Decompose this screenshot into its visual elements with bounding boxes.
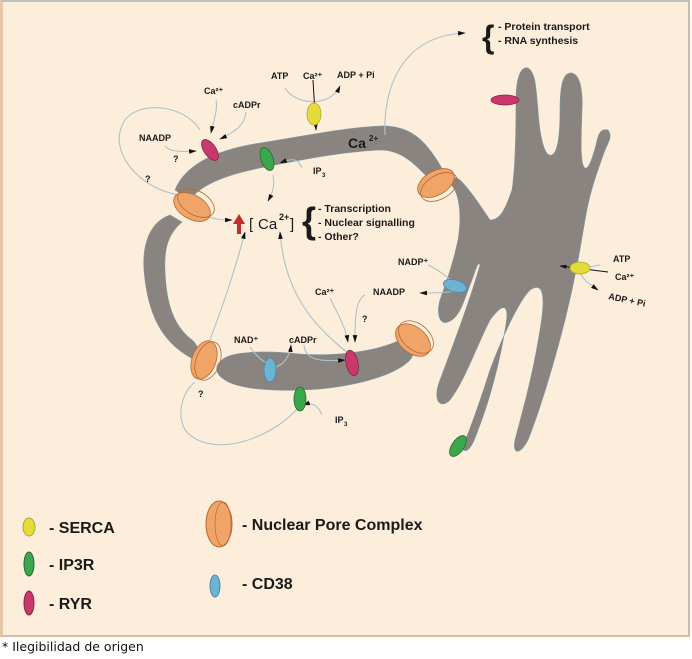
npc-swatch-icon	[205, 500, 233, 548]
label-atp-right: ATP	[613, 254, 630, 264]
label-naadp-right: NAADP	[373, 287, 405, 297]
serca-right	[569, 261, 591, 275]
label-cadpr-top: cADPr	[233, 100, 261, 110]
envelope-ca-charge: 2+	[369, 134, 378, 143]
nuclear-calcium-increase: [ Ca 2+ ] { - Transcription - Nuclear si…	[233, 200, 415, 243]
ca-ion-label: Ca	[258, 216, 278, 233]
connector-ip3-top	[279, 158, 303, 169]
ca-charge-label: 2+	[279, 212, 289, 222]
connector-ip3-bottom	[302, 400, 323, 416]
legend-label-ip3r: - IP3R	[49, 557, 95, 574]
ip3r-top	[259, 147, 275, 171]
npc-bottom-right	[395, 320, 434, 357]
increase-arrow-icon	[233, 214, 245, 234]
legend-item-npc: - Nuclear Pore Complex	[205, 500, 423, 548]
effect-other: - Other?	[318, 231, 359, 243]
label-ca-top: Ca²⁺	[303, 71, 323, 81]
serca-top	[306, 102, 322, 126]
label-ip3-top: IP	[313, 166, 322, 176]
ryr-bottom	[345, 349, 359, 377]
legend-label-npc: - Nuclear Pore Complex	[242, 517, 423, 534]
connector-naadp-top	[164, 145, 197, 154]
serca-swatch-icon	[22, 517, 36, 537]
label-naadp-top: NAADP	[139, 133, 171, 143]
connector-ip3r-to-ca	[267, 174, 275, 202]
connector-serca-right-adp	[579, 271, 599, 291]
ryr-er	[490, 94, 520, 106]
connector-ca-ryr-bottom	[329, 297, 350, 343]
label-atp-top: ATP	[271, 71, 288, 81]
ip3r-er	[449, 435, 467, 457]
connector-ca-ryr-top	[210, 99, 218, 134]
envelope-top-segment	[174, 125, 445, 201]
connector-npc-loop-top	[118, 107, 201, 196]
legend-label-serca: - SERCA	[49, 520, 115, 537]
ip3r-bottom	[293, 386, 307, 412]
legend: - SERCA - IP3R - RYR - Nuclear Pore Comp…	[22, 500, 423, 616]
envelope-left-segment	[143, 214, 199, 361]
cd38-swatch-icon	[209, 574, 221, 598]
label-nadp-plus: NADP⁺	[398, 257, 429, 267]
legend-item-serca: - SERCA	[22, 517, 115, 537]
cd38-bottom	[263, 357, 277, 383]
envelope-ca-label: Ca	[348, 135, 366, 151]
nuclear-envelope	[143, 67, 611, 452]
ca-bracket-close: ]	[290, 216, 294, 233]
connector-ryr-bottom-to-ca	[278, 231, 351, 356]
npc-top-left	[173, 188, 215, 222]
label-ca-ryr-bottom: Ca²⁺	[315, 287, 335, 297]
connector-npc-bottom-to-ca	[207, 231, 246, 346]
ryr-top	[201, 139, 219, 161]
legend-item-cd38: - CD38	[209, 574, 293, 598]
ip3r-swatch-icon	[23, 551, 35, 577]
endoplasmic-reticulum	[436, 67, 611, 452]
legend-item-ip3r: - IP3R	[23, 551, 95, 577]
label-question-npc-bottom: ?	[198, 389, 204, 399]
nuclear-calcium-diagram: [ Ca 2+ ] { - Transcription - Nuclear si…	[22, 19, 646, 616]
label-question-ryr-bottom: ?	[362, 314, 368, 324]
label-ca-right: Ca²⁺	[615, 272, 635, 282]
label-adp-right: ADP + Pi	[608, 291, 647, 309]
ca-bracket-open: [	[249, 216, 254, 233]
legend-label-ryr: - RYR	[49, 596, 92, 613]
label-ip3-bottom: IP	[335, 415, 344, 425]
label-question-naadp: ?	[173, 154, 179, 164]
label-adp-top: ADP + Pi	[337, 70, 375, 80]
npc-bottom-left	[190, 340, 222, 381]
er-effects: { - Protein transport - RNA synthesis	[482, 19, 590, 55]
proteins	[173, 94, 591, 457]
figure-caption: * Ilegibilidad de origen	[2, 639, 144, 654]
label-ip3-top-sub: 3	[322, 173, 326, 179]
label-cadpr-bottom: cADPr	[289, 335, 317, 345]
effect-rna-synthesis: - RNA synthesis	[498, 35, 578, 47]
envelope-bottom-segment	[216, 338, 414, 391]
legend-item-ryr: - RYR	[23, 590, 92, 616]
connector-npc-loop-bottom	[180, 381, 299, 446]
label-ca-ryr-top: Ca²⁺	[204, 86, 224, 96]
legend-label-cd38: - CD38	[242, 576, 293, 593]
label-nad-plus: NAD⁺	[234, 335, 258, 345]
label-question-npc-top: ?	[145, 174, 151, 184]
npc-top-right	[417, 168, 458, 202]
effects-brace: {	[302, 200, 316, 241]
effect-transcription: - Transcription	[318, 203, 391, 215]
cd38-right	[442, 279, 468, 293]
label-ip3-bottom-sub: 3	[344, 422, 348, 428]
connector-serca-top	[284, 85, 341, 103]
top-effects-brace: {	[482, 19, 494, 55]
molecule-labels: ATP Ca²⁺ ADP + Pi Ca²⁺ cADPr NAADP ? ? I…	[139, 70, 646, 428]
ryr-swatch-icon	[23, 590, 35, 616]
connector-cadpr-to-ryr	[303, 344, 346, 363]
connector-envelope-to-top-effects	[384, 31, 466, 136]
effect-protein-transport: - Protein transport	[498, 21, 590, 33]
effect-nuclear-signalling: - Nuclear signalling	[318, 217, 415, 229]
connector-naadp-ryr-bottom	[352, 294, 366, 343]
connector-cadpr-top	[219, 111, 247, 140]
